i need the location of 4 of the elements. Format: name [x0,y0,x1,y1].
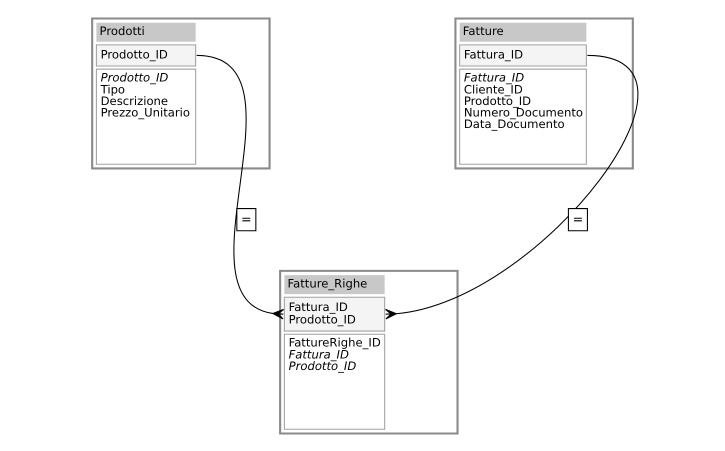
edge-label: = [241,210,252,226]
edge-label: = [572,210,584,226]
connector [196,54,284,319]
connector [385,54,638,319]
